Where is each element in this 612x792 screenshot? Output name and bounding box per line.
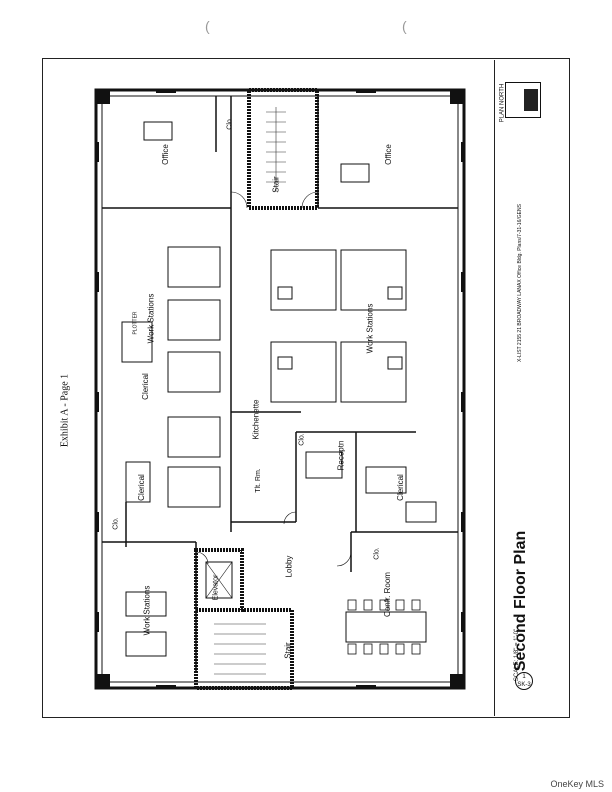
room-work-stations-left: Work Stations	[146, 293, 156, 344]
project-line: X-LIST 2155 21 BROADWAY LANAX Office Bld…	[517, 204, 523, 362]
room-office-top-left: Office	[160, 144, 170, 165]
sheet-number: 1	[522, 674, 526, 680]
room-kitchenette: Kitchenette	[251, 399, 261, 440]
room-clerical-3: Clerical	[395, 474, 405, 501]
room-work-stations-bottom: Work Stations	[142, 585, 152, 636]
room-reception: Receptn	[336, 440, 346, 471]
room-office-top-right: Office	[383, 144, 393, 165]
room-conf: Confr. Room	[382, 572, 392, 617]
label-plotter: PLOTTER	[132, 311, 139, 335]
room-stair-top: Stair	[271, 176, 281, 193]
room-stair-bottom: Stair	[283, 642, 293, 659]
room-clo-kitchen: Clo.	[298, 433, 306, 446]
north-arrow-icon	[524, 89, 538, 111]
sheet-callout: 1 SK-3	[515, 672, 533, 690]
room-work-stations-right: Work Stations	[365, 303, 375, 354]
room-clerical-2: Clerical	[136, 474, 146, 501]
room-lobby: Lobby	[284, 555, 294, 578]
room-clerical-1: Clerical	[140, 373, 150, 400]
drawing-sheet	[42, 58, 570, 718]
room-tlt: Tlt. Rm.	[254, 468, 262, 493]
room-clo-left: Clo.	[112, 517, 120, 530]
north-label: PLAN NORTH	[499, 83, 506, 123]
room-elevator: Elevator	[212, 574, 220, 601]
north-arrow-box	[505, 82, 541, 118]
title-block: PLAN NORTH X-LIST 2155 21 BROADWAY LANAX…	[494, 60, 569, 716]
floor-plan	[94, 88, 466, 690]
room-clo-conf: Clo.	[373, 547, 381, 560]
watermark: OneKey MLS	[550, 779, 604, 789]
scan-mark-left: (	[205, 18, 210, 34]
scan-mark-right: (	[402, 18, 407, 34]
sheet-ref: SK-3	[517, 682, 531, 688]
room-clo-top: Clo.	[226, 117, 234, 130]
